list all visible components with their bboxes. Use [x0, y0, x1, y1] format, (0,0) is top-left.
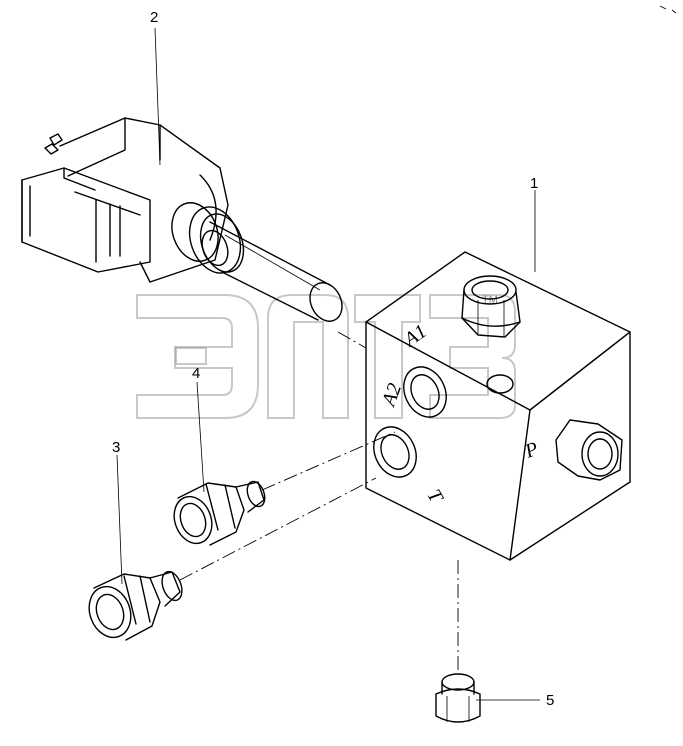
center-lines — [179, 331, 459, 672]
watermark-trademark: TM — [482, 294, 498, 306]
callout-3: 3 — [112, 439, 120, 456]
fitting-part-3 — [88, 570, 183, 641]
fitting-part-4 — [173, 480, 266, 546]
watermark-logo: TM — [136, 294, 516, 419]
port-label-p: P — [521, 438, 541, 463]
callout-1: 1 — [530, 175, 538, 192]
plug-part-5 — [435, 673, 481, 723]
port-label-t: T — [422, 486, 448, 508]
callout-2: 2 — [150, 9, 158, 26]
corner-mark — [659, 5, 677, 14]
callout-4: 4 — [192, 365, 200, 382]
callout-5: 5 — [546, 692, 554, 709]
callouts: 2 1 4 3 5 — [112, 9, 554, 709]
port-label-a1: A1 — [398, 320, 430, 352]
valve-block-part: A1 A2 P T — [365, 251, 631, 561]
